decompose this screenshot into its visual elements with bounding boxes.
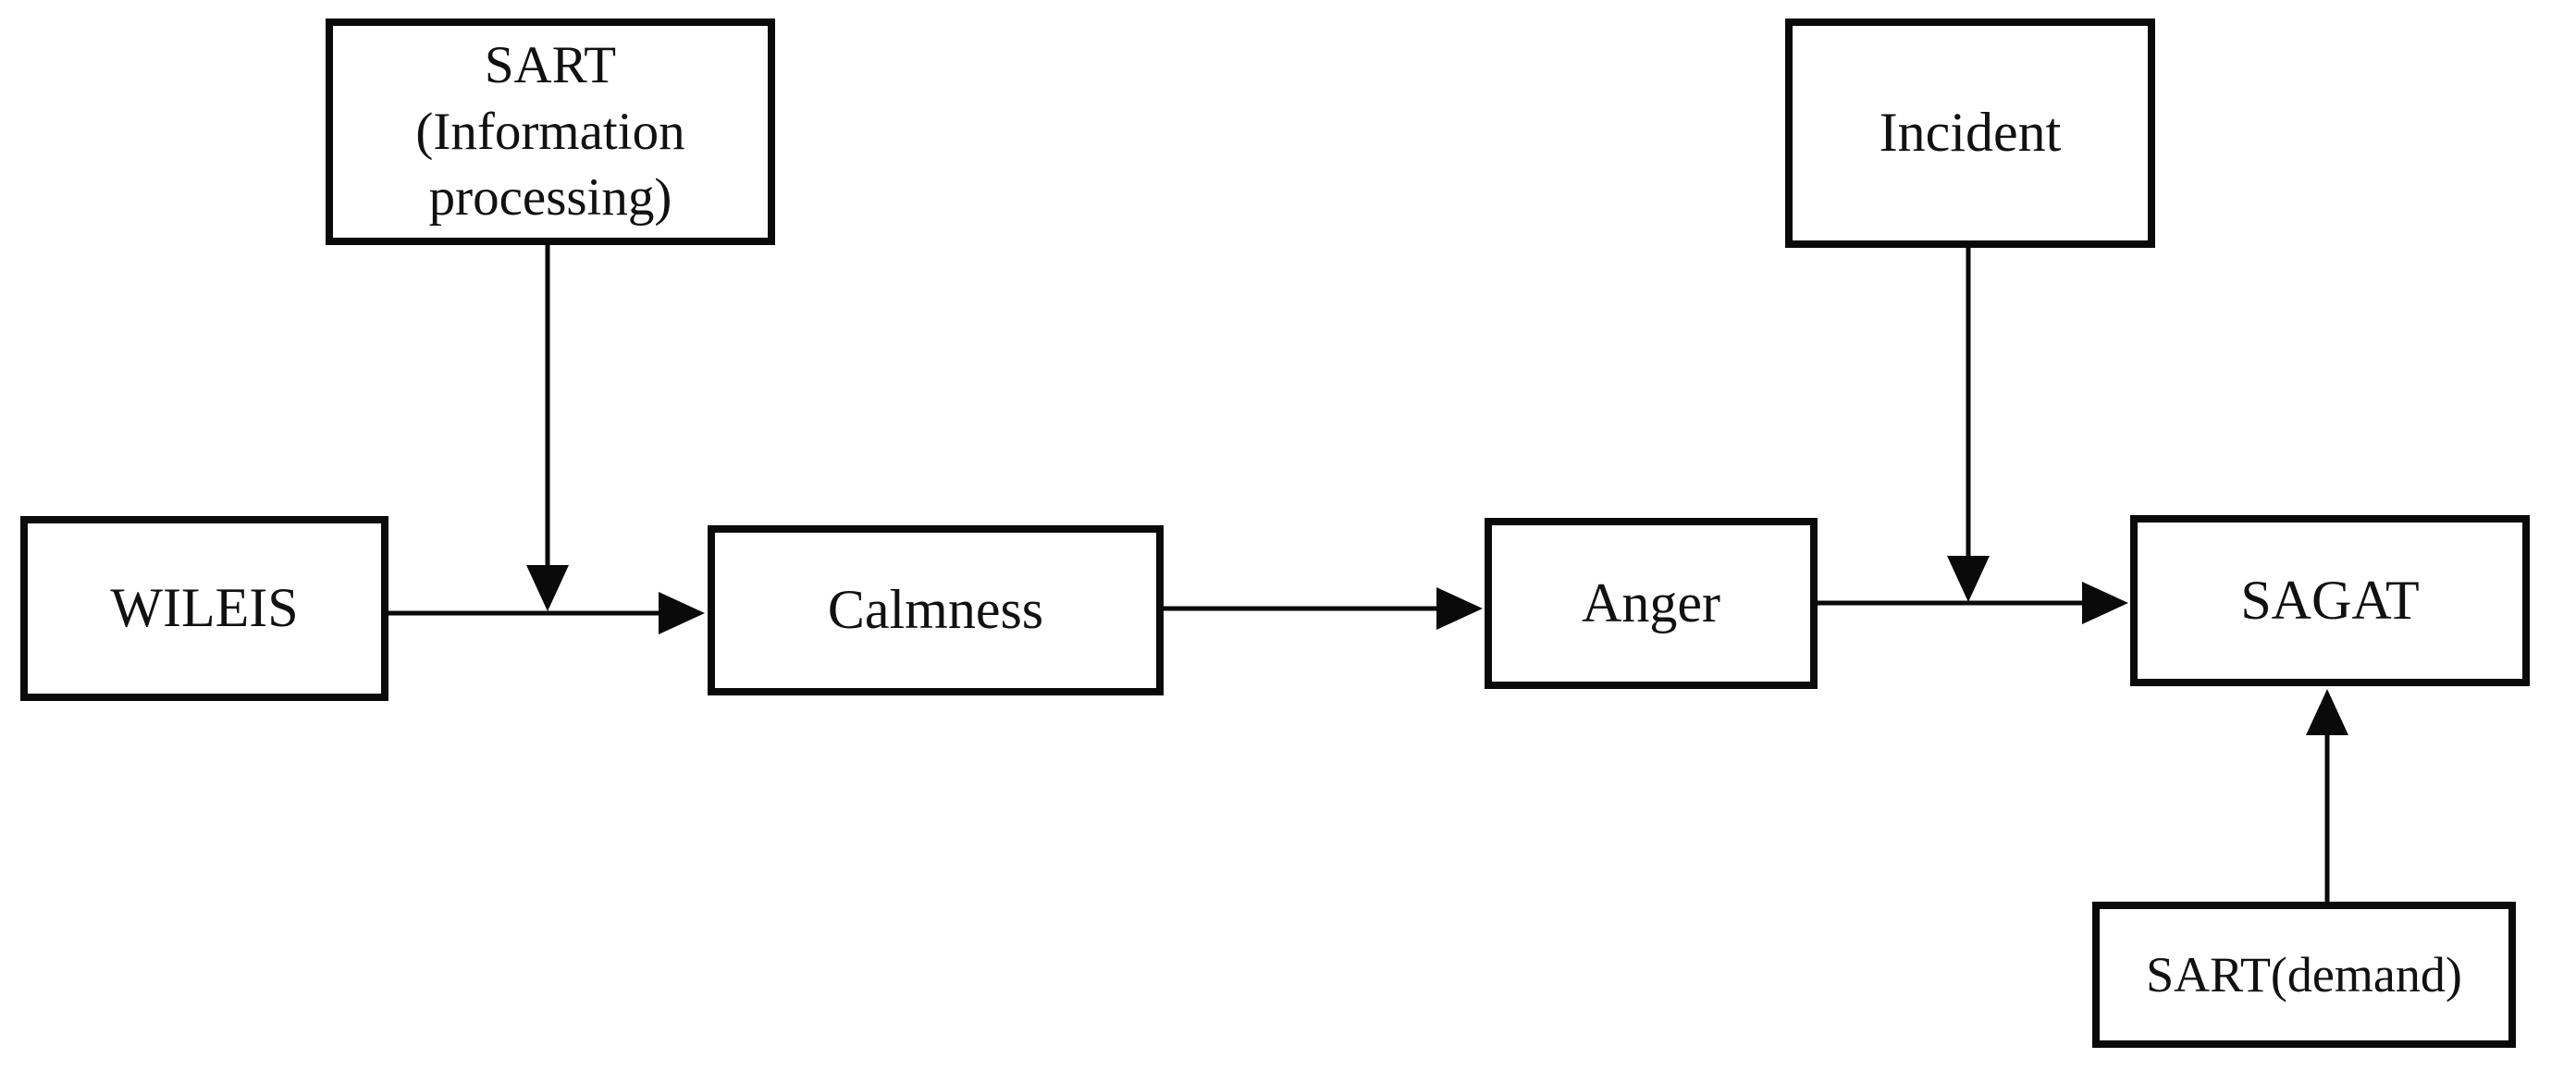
node-sagat[interactable]: SAGAT	[2130, 515, 2530, 686]
node-label: SAGAT	[2240, 569, 2420, 631]
node-label: SART(demand)	[2146, 946, 2462, 1002]
node-sart-information-processing[interactable]: SART (Information processing)	[326, 18, 775, 245]
node-label: WILEIS	[110, 577, 299, 639]
node-incident[interactable]: Incident	[1785, 18, 2155, 248]
node-label: Anger	[1582, 572, 1720, 633]
node-label: SART (Information processing)	[415, 35, 685, 228]
node-anger[interactable]: Anger	[1485, 518, 1818, 689]
node-label: Calmness	[827, 579, 1044, 641]
node-label: Incident	[1879, 102, 2062, 164]
node-wileis[interactable]: WILEIS	[20, 516, 388, 701]
node-calmness[interactable]: Calmness	[708, 525, 1164, 695]
node-sart-demand[interactable]: SART(demand)	[2092, 902, 2516, 1048]
